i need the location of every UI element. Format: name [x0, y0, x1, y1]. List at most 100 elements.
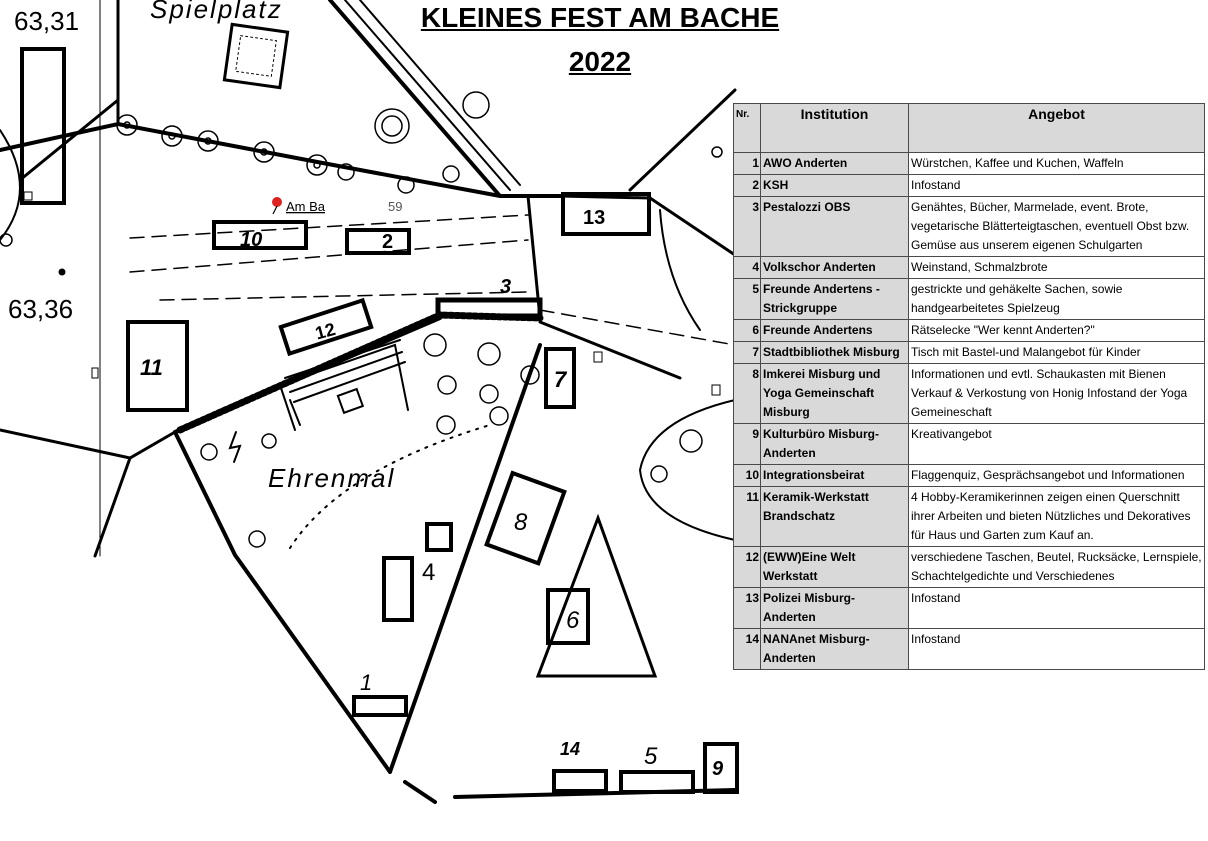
lightning-symbol — [228, 431, 242, 463]
row-angebot: Rätselecke "Wer kennt Anderten?" — [908, 319, 1205, 342]
label-ehrenmal: Ehrenmal — [268, 463, 395, 493]
dashed-path — [129, 214, 529, 239]
row-angebot: 4 Hobby-Keramikerinnen zeigen einen Quer… — [908, 486, 1205, 547]
stand-number-14: 14 — [560, 739, 580, 759]
row-institution: Polizei Misburg-Anderten — [760, 587, 909, 629]
stand-number-6: 6 — [566, 607, 580, 634]
dashed-path — [539, 309, 736, 346]
stand-13 — [561, 192, 651, 236]
marker — [711, 384, 721, 396]
header-institution: Institution — [760, 103, 909, 153]
stand-number-11: 11 — [140, 355, 163, 380]
stand-14 — [552, 769, 608, 793]
marker — [23, 191, 33, 201]
stand-11 — [126, 320, 189, 412]
stand-7 — [544, 347, 576, 409]
row-institution: Pestalozzi OBS — [760, 196, 909, 257]
row-angebot: Flaggenquiz, Gesprächsangebot und Inform… — [908, 464, 1205, 487]
row-institution: AWO Anderten — [760, 152, 909, 175]
stand-4 — [382, 556, 414, 622]
survey-point — [58, 268, 66, 276]
row-nr: 10 — [733, 464, 761, 487]
stand-8 — [484, 470, 567, 566]
stand-number-8: 8 — [514, 509, 528, 536]
row-angebot: Tisch mit Bastel-und Malangebot für Kind… — [908, 341, 1205, 364]
row-institution: Volkschor Anderten — [760, 256, 909, 279]
path-line — [173, 430, 392, 774]
row-angebot: Genähtes, Bücher, Marmelade, event. Brot… — [908, 196, 1205, 257]
row-institution: Imkerei Misburg und Yoga Gemeinschaft Mi… — [760, 363, 909, 424]
row-angebot: Infostand — [908, 174, 1205, 197]
path-line — [638, 399, 736, 541]
dashed-path — [159, 291, 529, 301]
row-nr: 12 — [733, 546, 761, 588]
stand-5 — [619, 770, 695, 794]
memorial-stone — [336, 387, 365, 415]
path-line — [328, 0, 502, 198]
row-nr: 9 — [733, 423, 761, 465]
path-line — [628, 88, 737, 192]
path-line — [558, 194, 652, 200]
row-institution: NANAnet Misburg-Anderten — [760, 628, 909, 670]
path-line — [403, 780, 437, 804]
row-nr: 3 — [733, 196, 761, 257]
stand-number-9: 9 — [712, 758, 724, 780]
stand-number-5: 5 — [644, 743, 658, 770]
sandbox — [222, 22, 290, 90]
stand-number-10: 10 — [240, 229, 262, 251]
path-line — [388, 343, 542, 774]
row-angebot: verschiedene Taschen, Beutel, Rucksäcke,… — [908, 546, 1205, 588]
memorial-structure — [279, 339, 409, 431]
path-line — [93, 456, 132, 558]
row-institution: (EWW)Eine Welt Werkstatt — [760, 546, 909, 588]
label-pin-number: 59 — [388, 199, 402, 214]
row-nr: 7 — [733, 341, 761, 364]
path-line — [0, 428, 177, 460]
row-nr: 11 — [733, 486, 761, 547]
row-institution: Freunde Andertens — [760, 319, 909, 342]
stand-number-1: 1 — [360, 670, 372, 695]
label-height-1: 63,31 — [14, 6, 79, 36]
path-line — [659, 209, 701, 331]
sandbox-inner — [235, 35, 277, 77]
page-subtitle-year: 2022 — [568, 46, 632, 77]
stand-number-4: 4 — [422, 559, 435, 586]
row-nr: 1 — [733, 152, 761, 175]
marker — [593, 351, 603, 363]
stand-number-2: 2 — [382, 231, 393, 253]
row-angebot: Infostand — [908, 628, 1205, 670]
stand-4b — [425, 522, 453, 552]
stands — [20, 47, 739, 794]
building — [20, 47, 66, 205]
stand-2 — [345, 228, 411, 255]
label-pin: Am Ba — [286, 199, 326, 214]
label-height-2: 63,36 — [8, 294, 73, 324]
dashed-path — [129, 239, 529, 273]
row-angebot: Kreativangebot — [908, 423, 1205, 465]
stand-12 — [278, 297, 374, 357]
row-angebot: Informationen und evtl. Schaukasten mit … — [908, 363, 1205, 424]
row-angebot: Würstchen, Kaffee und Kuchen, Waffeln — [908, 152, 1205, 175]
path-line — [538, 320, 682, 380]
triangle-area — [535, 513, 658, 678]
row-institution: Freunde Andertens - Strickgruppe — [760, 278, 909, 320]
label-spielplatz: Spielplatz — [150, 0, 283, 24]
row-nr: 2 — [733, 174, 761, 197]
trees — [0, 91, 723, 548]
row-institution: KSH — [760, 174, 909, 197]
row-nr: 13 — [733, 587, 761, 629]
